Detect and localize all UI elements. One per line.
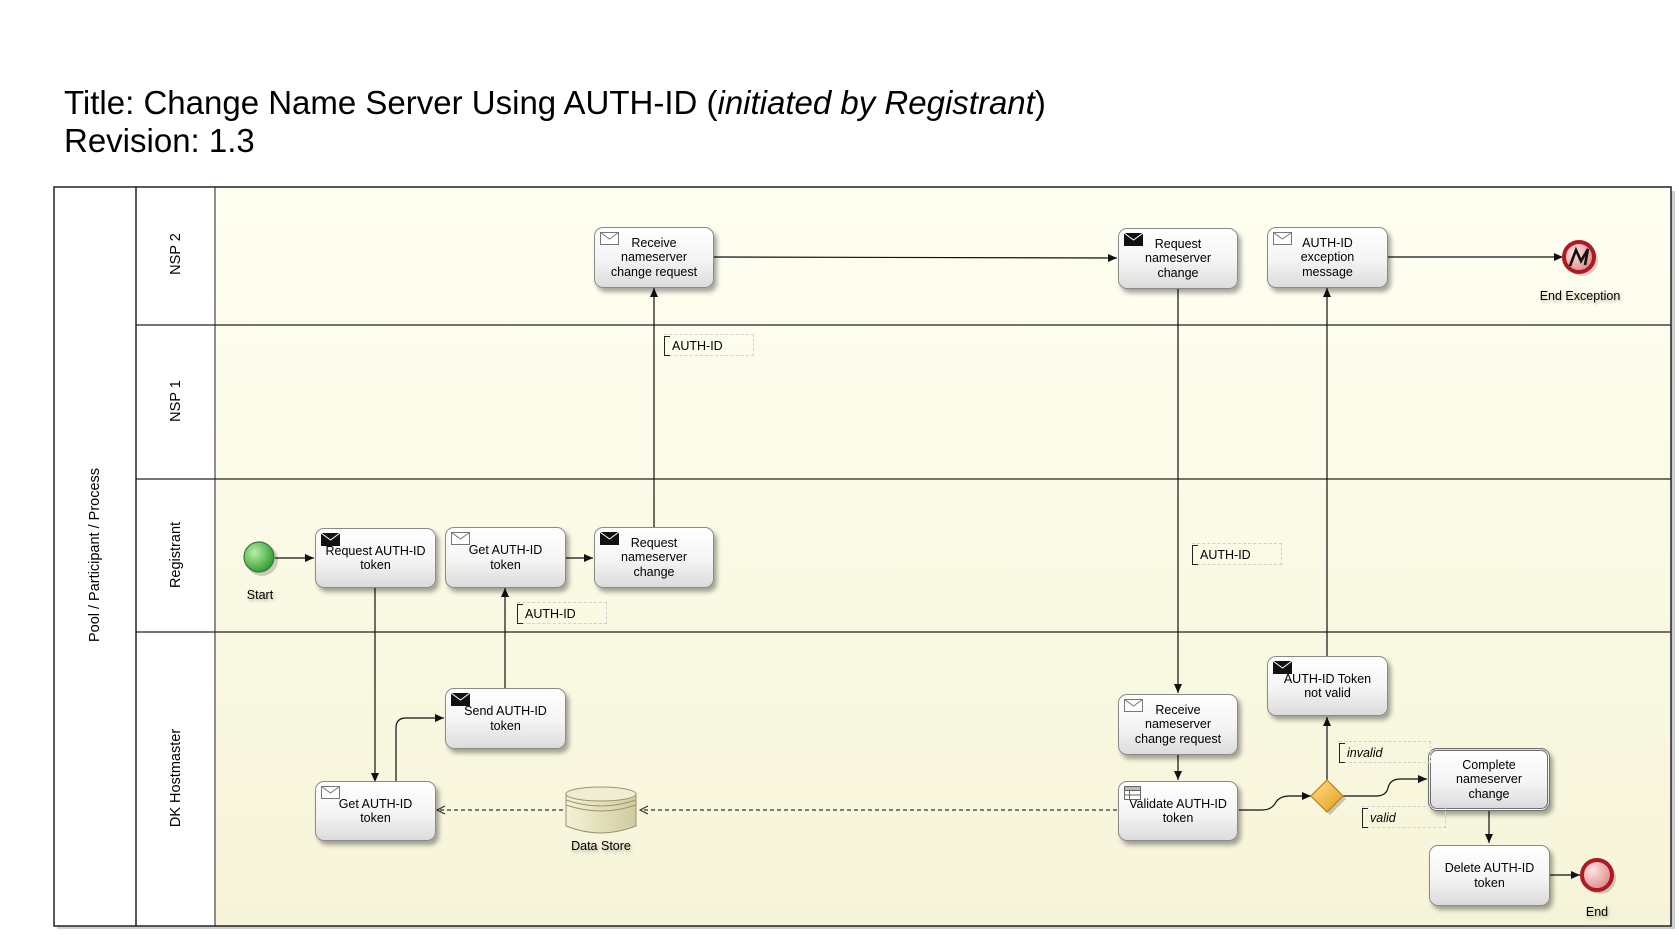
annotation-valid: valid [1362, 806, 1446, 828]
end-event[interactable] [1580, 858, 1616, 894]
error-icon [1568, 246, 1590, 267]
start-event[interactable] [243, 541, 278, 576]
envelope-outline-icon [1124, 699, 1143, 712]
task-complete-nameserver-change[interactable]: Complete nameserver change [1428, 748, 1550, 811]
end-exception-event[interactable] [1562, 240, 1598, 276]
envelope-outline-icon [451, 532, 470, 545]
envelope-filled-icon [1124, 233, 1144, 246]
annotation-invalid: invalid [1339, 741, 1431, 763]
task-request-auth-id-token[interactable]: Request AUTH-ID token [315, 528, 436, 588]
task-delete-auth-id-token[interactable]: Delete AUTH-ID token [1429, 845, 1550, 906]
annotation-auth-id: AUTH-ID [1192, 543, 1282, 565]
lane-label-nsp2: NSP 2 [168, 233, 184, 275]
envelope-filled-icon [451, 693, 471, 706]
task-auth-id-token-not-valid[interactable]: AUTH-ID Token not valid [1267, 656, 1388, 716]
task-registrant-get-auth-id-token[interactable]: Get AUTH-ID token [445, 527, 566, 588]
task-nsp2-exception-message[interactable]: AUTH-ID exception message [1267, 227, 1388, 288]
diagram-title: Title: Change Name Server Using AUTH-ID … [64, 84, 1046, 160]
title-line: Title: Change Name Server Using AUTH-ID … [64, 84, 1046, 121]
task-dk-receive-change-request[interactable]: Receive nameserver change request [1118, 694, 1238, 755]
pool-label: Pool / Participant / Process [87, 467, 103, 643]
annotation-auth-id: AUTH-ID [664, 334, 754, 356]
business-rule-icon [1124, 786, 1141, 800]
lane-label-registrant: Registrant [168, 521, 184, 589]
task-nsp2-receive-change-request[interactable]: Receive nameserver change request [594, 227, 714, 288]
envelope-filled-icon [600, 532, 620, 545]
envelope-outline-icon [321, 786, 340, 799]
title-italic: initiated by Registrant [717, 84, 1035, 121]
end-event-label: End [1585, 905, 1609, 919]
annotation-auth-id: AUTH-ID [517, 602, 607, 624]
task-nsp2-request-change[interactable]: Request nameserver change [1118, 228, 1238, 289]
envelope-outline-icon [600, 232, 619, 245]
task-validate-auth-id-token[interactable]: Validate AUTH-ID token [1118, 781, 1238, 841]
revision-line: Revision: 1.3 [64, 122, 255, 159]
envelope-outline-icon [1273, 232, 1292, 245]
end-exception-label: End Exception [1539, 289, 1621, 303]
data-store-label: Data Store [571, 839, 631, 853]
data-store[interactable] [565, 786, 637, 834]
envelope-filled-icon [321, 533, 341, 546]
exclusive-gateway[interactable] [1310, 779, 1346, 815]
task-send-auth-id-token[interactable]: Send AUTH-ID token [445, 688, 566, 749]
task-registrant-request-change[interactable]: Request nameserver change [594, 527, 714, 588]
start-event-label: Start [246, 588, 274, 602]
lane-label-nsp1: NSP 1 [168, 380, 184, 422]
envelope-filled-icon [1273, 661, 1293, 674]
task-dk-get-auth-id-token[interactable]: Get AUTH-ID token [315, 781, 436, 841]
lane-label-dk-hostmaster: DK Hostmaster [168, 728, 184, 828]
